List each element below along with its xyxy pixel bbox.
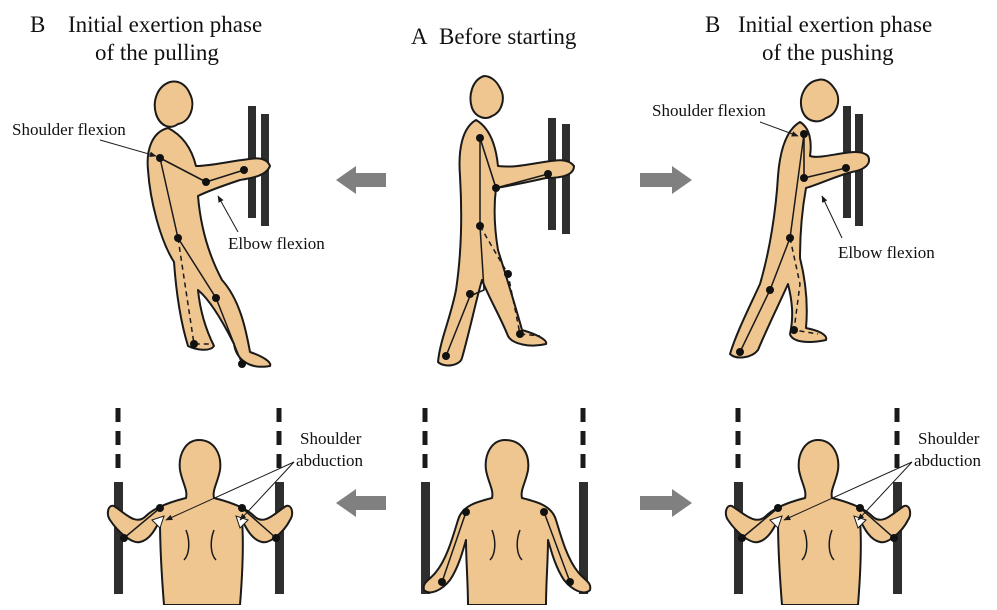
shoulder-label: Shoulder [300,429,362,448]
joint-marker [504,270,512,278]
header-pulling-line2: of the pulling [95,40,219,65]
joint-marker [442,352,450,360]
joint-marker [466,290,474,298]
pushing-side-figure [730,79,869,357]
joint-marker [156,504,164,512]
arrow-right-icon [640,489,692,517]
joint-marker [516,330,524,338]
pulling-shoulder-flexion-annotation: Shoulder flexion [12,120,156,156]
joint-marker [790,326,798,334]
joint-marker [736,348,744,356]
joint-marker [842,164,850,172]
header-pushing: B Initial exertion phase of the pushing [705,12,932,65]
joint-marker [566,578,574,586]
annotation-arrow [100,140,156,156]
header-pulling-letter: B [30,12,45,37]
pushing-back-figure [726,408,910,605]
joint-marker [856,504,864,512]
joint-marker [212,294,220,302]
joint-marker [202,178,210,186]
header-pulling-line1: Initial exertion phase [68,12,262,37]
pulling-back-figure [108,408,292,605]
joint-marker [738,534,746,542]
body-silhouette [424,440,591,605]
joint-marker [462,508,470,516]
joint-marker [492,184,500,192]
joint-marker [800,130,808,138]
joint-marker [238,504,246,512]
joint-marker [800,174,808,182]
joint-marker [272,534,280,542]
header-before: A Before starting [411,24,577,49]
shoulder-flexion-label: Shoulder flexion [12,120,126,139]
joint-marker [766,286,774,294]
annotation-arrow [218,196,238,232]
handle-bar [562,124,570,234]
joint-marker [238,360,246,368]
annotation-arrow [822,196,842,238]
handle-bar [421,482,430,594]
joint-marker [890,534,898,542]
before-side-figure [438,76,574,365]
header-pushing-line2: of the pushing [762,40,894,65]
joint-marker [190,340,198,348]
joint-marker [774,504,782,512]
pulling-side-figure [148,82,271,369]
joint-marker [540,508,548,516]
before-back-figure [421,408,590,605]
arrow-left-icon [336,489,386,517]
header-pushing-line1: Initial exertion phase [738,12,932,37]
joint-marker [476,134,484,142]
header-pushing-letter: B [705,12,720,37]
elbow-flexion-label: Elbow flexion [838,243,935,262]
header-before-line1: Before starting [439,24,577,49]
arrow-left-icon [336,166,386,194]
joint-marker [476,222,484,230]
pushing-shoulder-flexion-annotation: Shoulder flexion [652,101,798,136]
header-pulling: B Initial exertion phase of the pulling [30,12,262,65]
header-before-letter: A [411,24,428,49]
joint-marker [120,534,128,542]
abduction-label: abduction [296,451,364,470]
abduction-label: abduction [914,451,982,470]
shoulder-label: Shoulder [918,429,980,448]
joint-marker [438,578,446,586]
pulling-elbow-flexion-annotation: Elbow flexion [218,196,325,253]
arrow-right-icon [640,166,692,194]
body-silhouette [108,440,292,605]
elbow-flexion-label: Elbow flexion [228,234,325,253]
joint-marker [174,234,182,242]
joint-marker [156,154,164,162]
body-silhouette [726,440,910,605]
pushing-elbow-flexion-annotation: Elbow flexion [822,196,935,262]
joint-marker [786,234,794,242]
shoulder-flexion-label: Shoulder flexion [652,101,766,120]
joint-marker [240,166,248,174]
joint-marker [544,170,552,178]
